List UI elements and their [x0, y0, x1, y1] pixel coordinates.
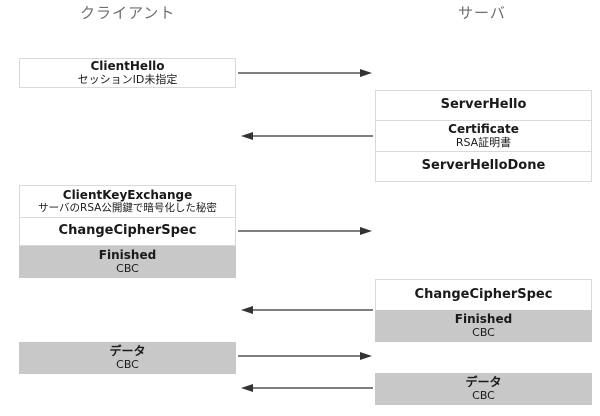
- certificate-title: Certificate: [448, 121, 519, 136]
- server-data-box: データ CBC: [375, 373, 592, 405]
- server-hello-done-title: ServerHelloDone: [421, 158, 546, 174]
- arrowhead-server-hello-group: [241, 132, 253, 140]
- client-hello-sub: セッションID未指定: [77, 72, 178, 86]
- arrowhead-server-data: [241, 384, 253, 392]
- client-key-exchange-title: ClientKeyExchange: [62, 187, 193, 202]
- server-hello-box: ServerHello: [375, 90, 592, 121]
- server-finished-title: Finished: [454, 311, 513, 326]
- server-hello-title: ServerHello: [440, 97, 527, 113]
- client-hello-box: ClientHello セッションID未指定: [19, 58, 236, 88]
- certificate-sub: RSA証明書: [455, 135, 512, 149]
- arrowhead-client-key-exchange: [360, 227, 372, 235]
- server-finished-sub: CBC: [472, 325, 495, 339]
- arrowhead-server-finished: [241, 306, 253, 314]
- arrowhead-client-hello: [360, 69, 372, 77]
- client-finished-sub: CBC: [116, 261, 139, 275]
- server-header: サーバ: [458, 4, 506, 22]
- client-change-cipher-spec-box: ChangeCipherSpec: [19, 217, 236, 246]
- client-data-box: データ CBC: [19, 342, 236, 374]
- client-header: クライアント: [80, 4, 176, 22]
- client-finished-box: Finished CBC: [19, 246, 236, 278]
- server-data-sub: CBC: [472, 388, 495, 402]
- certificate-box: Certificate RSA証明書: [375, 120, 592, 152]
- client-change-cipher-spec-title: ChangeCipherSpec: [58, 223, 197, 239]
- server-change-cipher-spec-title: ChangeCipherSpec: [414, 286, 553, 302]
- client-hello-title: ClientHello: [90, 58, 165, 73]
- client-key-exchange-box: ClientKeyExchange サーバのRSA公開鍵で暗号化した秘密: [19, 185, 236, 218]
- server-finished-box: Finished CBC: [375, 310, 592, 342]
- client-key-exchange-sub: サーバのRSA公開鍵で暗号化した秘密: [38, 202, 217, 215]
- arrowhead-client-data: [360, 352, 372, 360]
- server-change-cipher-spec-box: ChangeCipherSpec: [375, 279, 592, 311]
- server-data-title: データ: [465, 374, 502, 389]
- server-hello-done-box: ServerHelloDone: [375, 151, 592, 182]
- client-data-sub: CBC: [116, 357, 139, 371]
- client-finished-title: Finished: [98, 247, 157, 262]
- client-data-title: データ: [109, 343, 146, 358]
